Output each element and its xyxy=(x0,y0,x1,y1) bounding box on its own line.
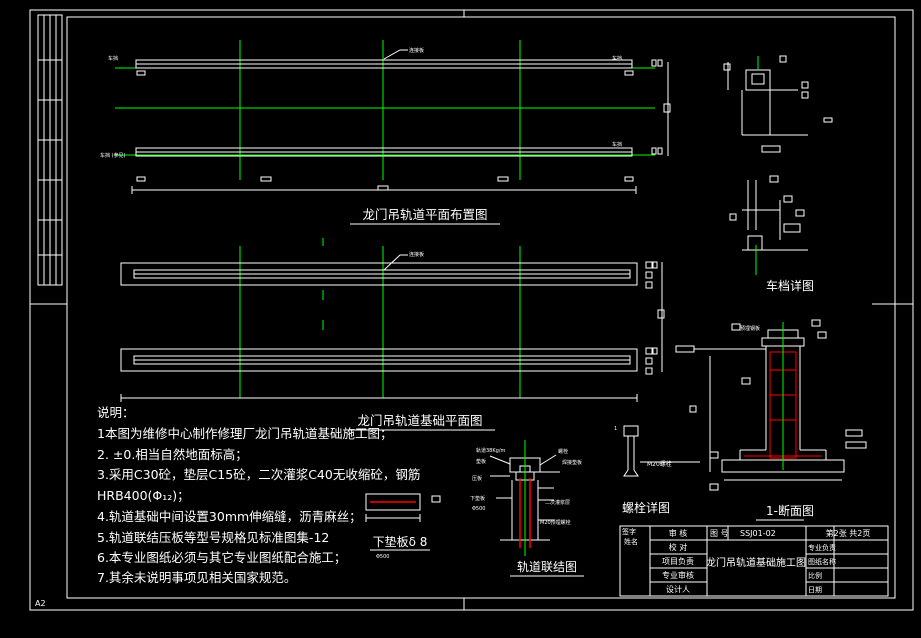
tb-right-row-4: 日期 xyxy=(808,586,822,594)
title-block xyxy=(619,525,889,597)
rail-plan-axes xyxy=(115,40,655,180)
joint-pad-label: 垫板 xyxy=(476,458,486,465)
note-line-3: 3.采用C30砼，垫层C15砼，二次灌浆C40无收缩砼，钢筋 xyxy=(97,467,421,482)
rail-plan-rails xyxy=(131,49,671,194)
note-line-2: 2. ±0.相当自然地面标高； xyxy=(97,447,248,462)
section-tag: 预埋钢板 xyxy=(740,325,760,332)
notes-heading: 说明： xyxy=(97,405,135,420)
inner-border xyxy=(66,16,896,599)
tb-row-designer: 设计人 xyxy=(666,584,690,594)
joint-m20-label: M20预埋螺栓 xyxy=(540,519,571,526)
stop-detail-title: 车档详图 xyxy=(766,278,814,293)
stop-label-top: 车挡 xyxy=(108,55,118,62)
joint-clamp-label: 压板 xyxy=(472,475,482,482)
pad-plate: 下垫板δ 8 Φ500 xyxy=(365,493,441,560)
rail-joint: 轨道38Kg/m 垫板 压板 下垫板 Φ500 螺栓 焊接垫板 二次灌浆层 M2… xyxy=(470,440,584,577)
bolt-detail xyxy=(623,425,700,477)
pad-dim: Φ500 xyxy=(376,554,389,560)
tb-name-label: 姓名 xyxy=(624,537,638,546)
joint-bracket-label: 焊接垫板 xyxy=(562,459,582,466)
tb-right-row-1: 专业负责 xyxy=(808,543,836,552)
note-line-8: 7.其余未说明事项见相关国家规范。 xyxy=(97,570,297,585)
tb-row-check: 校 对 xyxy=(669,542,688,552)
tb-drawing-no-label: 图 号 xyxy=(710,529,729,538)
joint-grout-label: 二次灌浆层 xyxy=(545,499,570,506)
foundation-slabs xyxy=(120,254,665,402)
drawing-frame xyxy=(29,9,914,611)
bolt-m20-label: M20螺栓 xyxy=(647,460,672,468)
note-line-1: 1本图为维修中心制作修理厂龙门吊轨道基础施工图； xyxy=(97,426,393,441)
sheet-size-label: A2 xyxy=(35,599,46,608)
foundation-plan-title: 龙门吊轨道基础平面图 xyxy=(357,413,482,428)
rail-plan-note: 连接板 xyxy=(409,47,424,54)
tb-sign-label: 签字 xyxy=(622,527,636,536)
rail-plan-title: 龙门吊轨道平面布置图 xyxy=(362,207,487,222)
tb-drawing-no: SSJ01-02 xyxy=(740,529,776,538)
tb-right-row-3: 比例 xyxy=(808,571,822,580)
note-line-5: 4.轨道基础中间设置30mm伸缩缝，沥青麻丝； xyxy=(97,509,362,524)
stop-label-top-right: 车挡 xyxy=(612,55,622,62)
joint-rail-spec: 轨道38Kg/m xyxy=(476,447,505,454)
foundation-note: 连接板 xyxy=(409,251,424,258)
section-title: 1-断面图 xyxy=(766,503,814,518)
tb-row-review: 审 核 xyxy=(669,528,688,538)
note-line-4: HRB400(Φ₁₂)； xyxy=(97,488,190,503)
joint-padplate-label: 下垫板 xyxy=(470,495,485,502)
note-line-7: 6.本专业图纸必须与其它专业图纸配合施工； xyxy=(97,550,347,565)
tb-sheet-info: 第2张 共2页 xyxy=(826,528,871,538)
joint-size-label: Φ500 xyxy=(472,506,485,512)
joint-bolt-label: 螺栓 xyxy=(558,448,568,455)
bolt-dim: 1 xyxy=(614,426,617,432)
tb-row-discipline-review: 专业审核 xyxy=(662,570,694,580)
bolt-detail-title: 螺栓详图 xyxy=(622,500,670,515)
tb-right-row-2: 图纸名称 xyxy=(808,557,836,566)
rail-plan: 连接板 车挡 车挡 车挡 (参见) 车挡 龙门吊轨道平面布置图 xyxy=(100,40,671,225)
foundation-axes xyxy=(239,238,521,398)
tb-drawing-title: 龙门吊轨道基础施工图 xyxy=(706,556,806,569)
outer-border xyxy=(29,9,914,611)
pad-plate-title: 下垫板δ 8 xyxy=(373,534,428,549)
stop-detail xyxy=(723,55,833,275)
section-1: 预埋钢板 1-断面图 xyxy=(675,319,867,521)
foundation-plan: 连接板 龙门吊轨道基础平面图 xyxy=(120,238,665,431)
stop-label-bottom-right: 车挡 xyxy=(612,141,622,148)
rail-joint-title: 轨道联结图 xyxy=(517,560,577,574)
stop-label-bottom: 车挡 (参见) xyxy=(100,152,126,159)
note-line-6: 5.轨道联结压板等型号规格见标准图集-12 xyxy=(97,530,330,545)
tb-row-project-lead: 项目负责 xyxy=(662,556,694,566)
